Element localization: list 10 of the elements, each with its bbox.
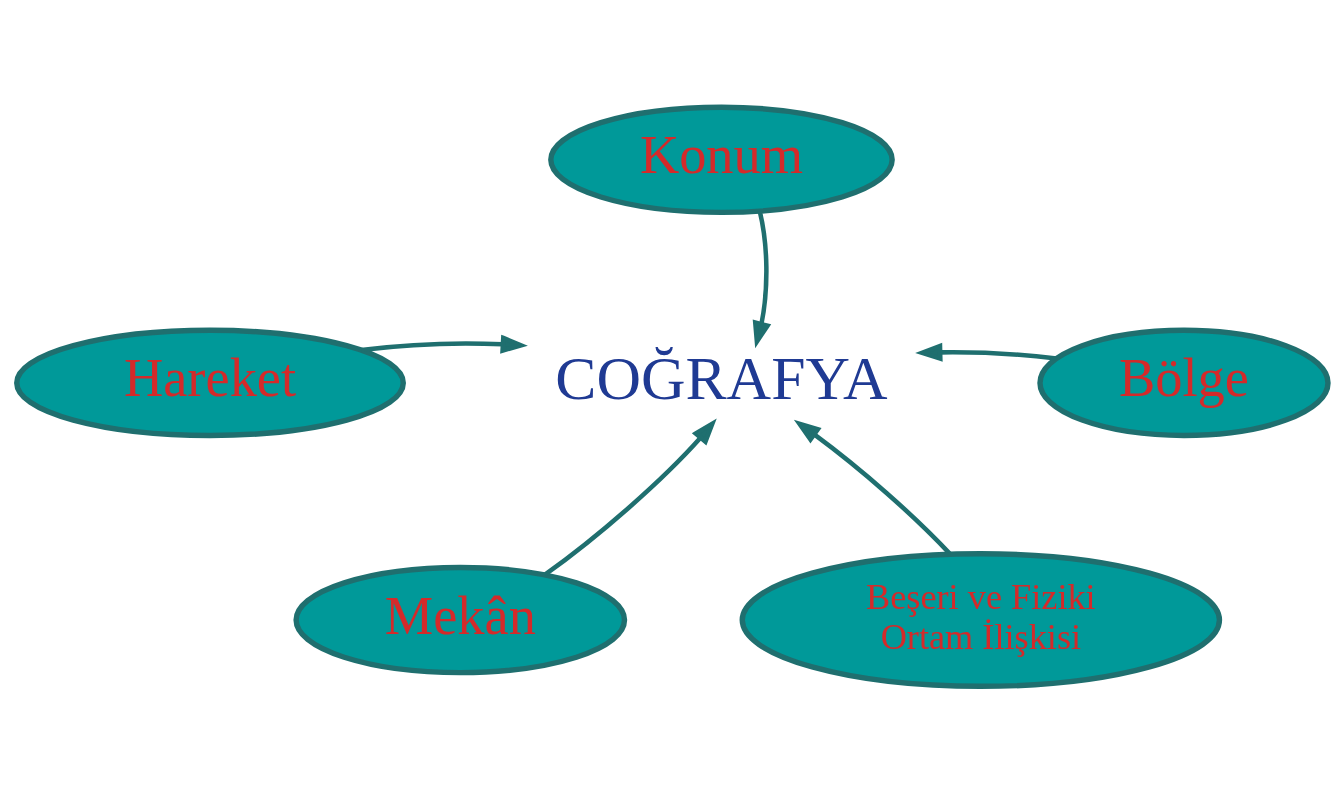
- arrow: [915, 342, 1057, 362]
- node-ellipse: Beşeri ve Fiziki Ortam İlişkisi: [739, 551, 1223, 690]
- arrow: [543, 418, 717, 577]
- node-ellipse: Bölge: [1037, 327, 1331, 439]
- node-ellipse: Konum: [548, 104, 895, 216]
- node-ellipse: Mekân: [293, 564, 628, 676]
- arrow: [361, 334, 528, 354]
- arrow: [752, 210, 772, 349]
- node-ellipse: Hareket: [14, 327, 406, 439]
- node-text: COĞRAFYA: [555, 343, 888, 412]
